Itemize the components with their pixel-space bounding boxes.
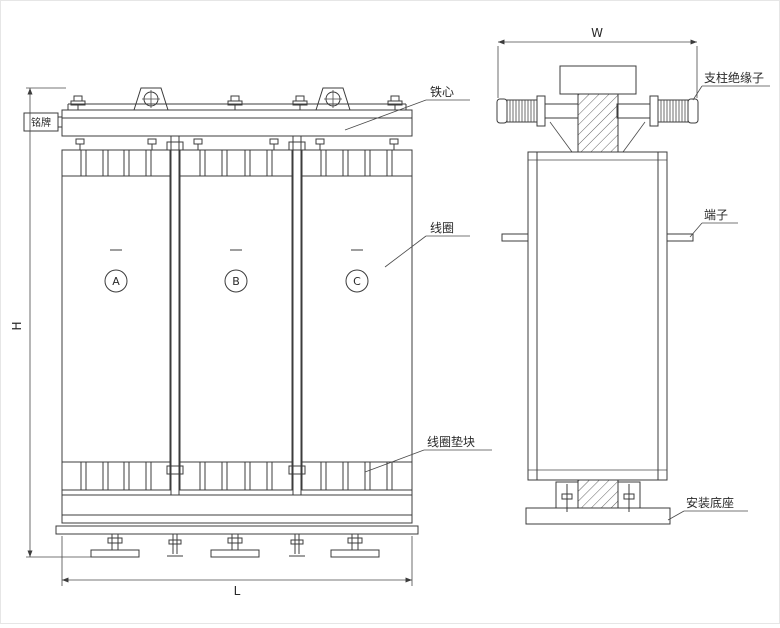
terminal-tab-left [501, 233, 529, 242]
svg-text:B: B [232, 275, 240, 288]
dimension-l: L [61, 536, 413, 598]
core-top-section [577, 93, 619, 153]
terminal-tab-right [666, 233, 694, 242]
dimension-w-label: W [591, 26, 603, 40]
dimension-h-label: H [10, 321, 24, 330]
core-bottom-section [577, 479, 619, 509]
coil-b: B [179, 138, 293, 491]
tie-rod-left [166, 135, 184, 496]
coil-a: A [61, 138, 171, 491]
front-view: 铭牌 [10, 87, 419, 598]
post-insulator-right [616, 95, 699, 153]
callout-mounting-base: 安装底座 [667, 495, 748, 521]
post-insulator-left [496, 95, 579, 153]
callout-iron-core: 铁心 [344, 85, 470, 131]
tie-rod-right [288, 135, 306, 496]
anchor-bolt [167, 534, 183, 557]
side-body [527, 151, 668, 481]
callout-post-insulator: 支柱绝缘子 [692, 70, 770, 101]
nameplate-label: 铭牌 [31, 116, 51, 129]
base-plate [525, 507, 671, 525]
callout-coil-spacer: 线圈垫块 [364, 434, 492, 473]
mounting-base-label: 安装底座 [686, 495, 734, 510]
svg-text:C: C [353, 275, 361, 288]
top-frame-bolt [292, 95, 308, 110]
top-frame-bolt [227, 95, 243, 110]
top-frame-bolt [387, 95, 403, 110]
nameplate: 铭牌 [23, 112, 62, 132]
foot [210, 534, 260, 558]
foot [90, 534, 140, 558]
phase-marker-c: C [345, 269, 369, 293]
dimension-w: W [497, 26, 698, 98]
phase-marker-b: B [224, 269, 248, 293]
lifting-lug-left [133, 87, 169, 111]
anchor-bolt [289, 534, 305, 557]
bottom-clamp-frame [55, 490, 419, 535]
terminal-label: 端子 [704, 208, 728, 222]
dimension-l-label: L [234, 584, 241, 598]
coil-label: 线圈 [430, 221, 454, 235]
top-cap [559, 65, 637, 95]
coil-c: C [301, 138, 413, 491]
coil-spacer-label: 线圈垫块 [427, 434, 475, 449]
svg-text:A: A [112, 275, 120, 288]
top-clamp-frame [61, 103, 413, 137]
phase-marker-a: A [104, 269, 128, 293]
callout-coil: 线圈 [384, 221, 470, 268]
iron-core-label: 铁心 [430, 85, 454, 99]
callout-terminal: 端子 [689, 208, 738, 238]
dimension-h: H [10, 87, 100, 558]
callouts: 铁心 线圈 线圈垫块 支柱绝缘子 端子 安装底座 [344, 70, 770, 521]
foot [330, 534, 380, 558]
top-frame-bolt [70, 95, 86, 110]
post-insulator-label: 支柱绝缘子 [704, 70, 764, 85]
side-view: W [496, 26, 699, 525]
lifting-lug-right [315, 87, 351, 111]
